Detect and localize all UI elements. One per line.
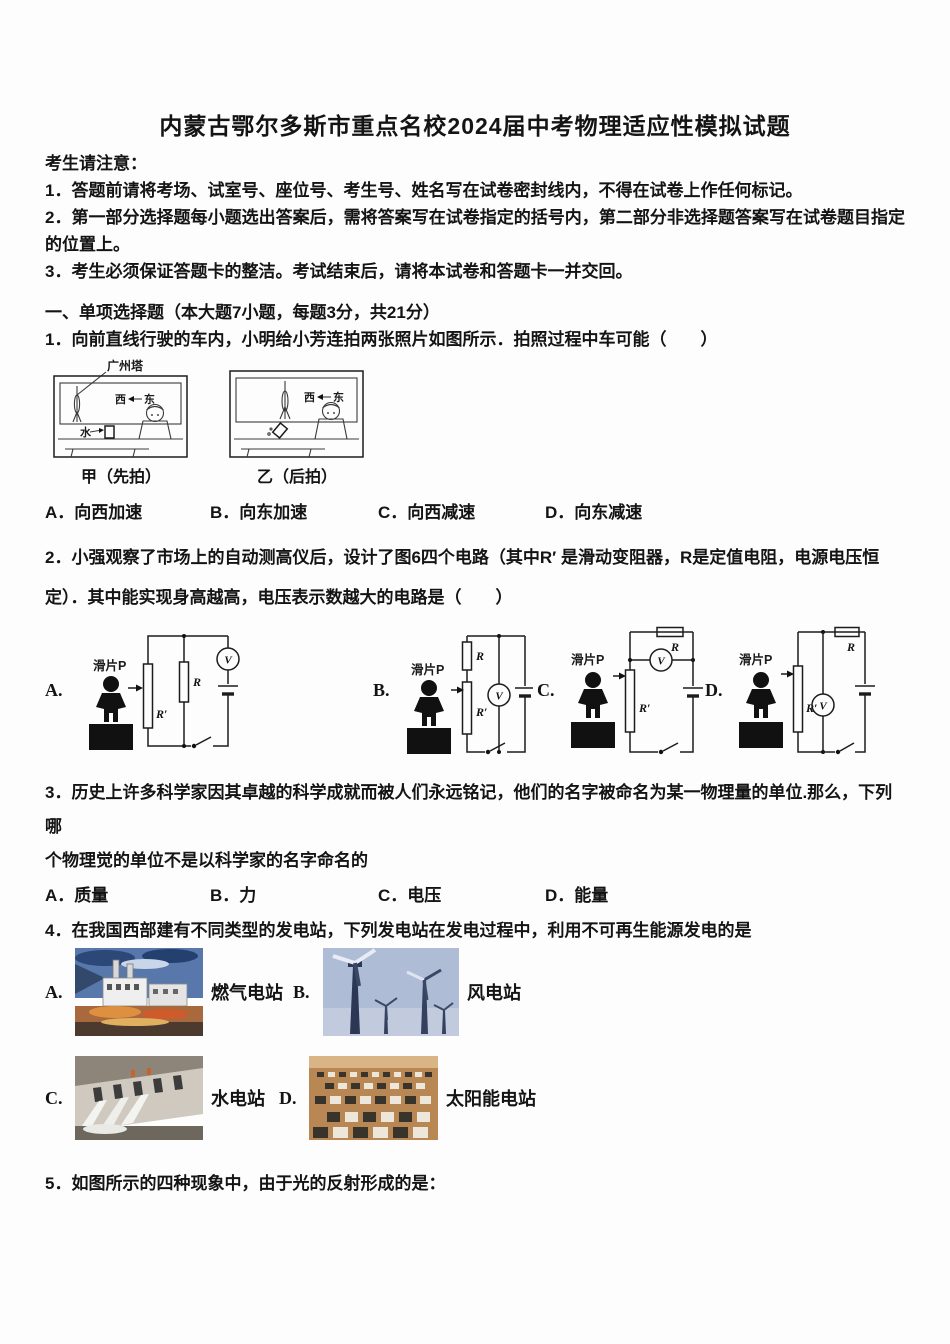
q4-option-d-label: 太阳能电站 [446, 1089, 536, 1109]
notice-item-2: 2．第一部分选择题每小题选出答案后，需将答案写在试卷指定的括号内，第二部分非选择… [45, 208, 905, 254]
q4-option-c-label: 水电站 [211, 1089, 265, 1109]
q2-line-1: 2．小强观察了市场上的自动测高仪后，设计了图6四个电路（其中R′ 是滑动变阻器，… [45, 548, 880, 567]
circuit-a-letter: A. [45, 680, 63, 700]
q4-option-a-label: 燃气电站 [211, 983, 283, 1003]
q1-option-b: B．向东加速 [210, 503, 308, 522]
q3-line-2: 个物理觉的单位不是以科学家的名字命名的 [45, 851, 368, 870]
q4-option-b-letter: B. [293, 981, 310, 1002]
photo-yi-sketch: 西 东 [229, 370, 364, 458]
question-1-text: 1．向前直线行驶的车内，小明给小芳连拍两张照片如图所示．拍照过程中车可能（ ） [45, 330, 718, 349]
hydro-power-plant-photo [75, 1056, 203, 1140]
question-1-figure: 广州塔 西 东 [51, 359, 905, 487]
circuit-c-letter: C. [537, 680, 555, 700]
slider-p-label: 滑片P [739, 652, 772, 667]
r-label: R [192, 675, 201, 689]
voltmeter-label: V [495, 691, 504, 703]
question-1-options: A．向西加速 B．向东加速 C．向西减速 D．向东减速 [45, 499, 905, 526]
west-label: 西 [304, 391, 315, 404]
slider-p-label: 滑片P [93, 658, 126, 673]
question-3-text: 3．历史上许多科学家因其卓越的科学成就而被人们永远铭记，他们的名字被命名为某一物… [45, 776, 905, 878]
question-2-text: 2．小强观察了市场上的自动测高仪后，设计了图6四个电路（其中R′ 是滑动变阻器，… [45, 538, 905, 618]
photo-yi: 西 东 乙（后拍） [227, 359, 367, 487]
photo-jia-caption: 甲（先拍） [80, 469, 161, 486]
wind-power-plant-photo [323, 948, 459, 1036]
question-2-circuits: A. 滑片P R′ R V [45, 618, 905, 766]
west-label: 西 [115, 393, 126, 406]
section1-heading: 一、单项选择题（本大题7小题，每题3分，共21分） [45, 303, 440, 322]
photo-jia-sketch: 广州塔 西 东 [53, 359, 188, 458]
q3-option-a: A．质量 [45, 886, 109, 905]
q4-options-row-2: C. 水电站 D. [45, 1056, 905, 1140]
q1-option-d: D．向东减速 [545, 503, 643, 522]
voltmeter-label: V [819, 701, 828, 713]
q3-option-d: D．能量 [545, 886, 609, 905]
voltmeter-label: V [224, 655, 233, 667]
q3-option-c: C．电压 [378, 886, 442, 905]
q4-option-c-letter: C. [45, 1087, 63, 1108]
circuit-d-diagram: 滑片P R R′ V [739, 626, 875, 755]
solar-power-plant-photo [309, 1056, 438, 1140]
question-3-options: A．质量 B．力 C．电压 D．能量 [45, 882, 905, 909]
r-prime-label: R′ [155, 707, 167, 721]
question-5-text: 5．如图所示的四种现象中，由于光的反射形成的是： [45, 1174, 446, 1193]
r-label: R [475, 649, 484, 663]
r-prime-label: R′ [638, 701, 650, 715]
q4-option-d-letter: D. [279, 1087, 297, 1108]
q1-option-a: A．向西加速 [45, 503, 143, 522]
voltmeter-label: V [657, 656, 666, 668]
r-prime-label: R′ [475, 705, 487, 719]
gas-power-plant-photo [75, 948, 203, 1036]
notice-item-3: 3．考生必须保证答题卡的整洁。考试结束后，请将本试卷和答题卡一并交回。 [45, 262, 633, 281]
q4-option-a-letter: A. [45, 981, 63, 1002]
q3-line-1: 3．历史上许多科学家因其卓越的科学成就而被人们永远铭记，他们的名字被命名为某一物… [45, 783, 893, 836]
circuit-a-diagram: 滑片P R′ R V [89, 634, 240, 750]
photo-jia: 广州塔 西 东 [51, 359, 191, 487]
q2-line-2: 定）．其中能实现身高越高，电压表示数越大的电路是（ ） [45, 588, 513, 607]
question-4-text: 4．在我国西部建有不同类型的发电站，下列发电站在发电过程中，利用不可再生能源发电… [45, 921, 752, 940]
notice-heading: 考生请注意： [45, 154, 147, 173]
page-title: 内蒙古鄂尔多斯市重点名校2024届中考物理适应性模拟试题 [159, 113, 791, 139]
q4-options-row-1: A. 燃气电站 B. [45, 948, 905, 1036]
circuit-b-diagram: 滑片P R R′ V [407, 634, 533, 755]
water-label: 水 [80, 425, 92, 439]
q1-option-c: C．向西减速 [378, 503, 476, 522]
slider-p-label: 滑片P [571, 652, 604, 667]
east-label: 东 [144, 392, 155, 406]
tower-label: 广州塔 [107, 359, 144, 373]
q4-option-b-label: 风电站 [467, 983, 521, 1003]
notice-item-1: 1．答题前请将考场、试室号、座位号、考生号、姓名写在试卷密封线内，不得在试卷上作… [45, 181, 803, 200]
r-label: R [846, 640, 855, 654]
photo-yi-caption: 乙（后拍） [256, 469, 337, 486]
circuit-b-letter: B. [373, 680, 390, 700]
circuit-d-letter: D. [705, 680, 723, 700]
slider-p-label: 滑片P [411, 662, 444, 677]
q3-option-b: B．力 [210, 886, 257, 905]
circuit-c-diagram: 滑片P R V R′ [571, 626, 703, 755]
east-label: 东 [333, 390, 344, 404]
r-label: R [670, 640, 679, 654]
